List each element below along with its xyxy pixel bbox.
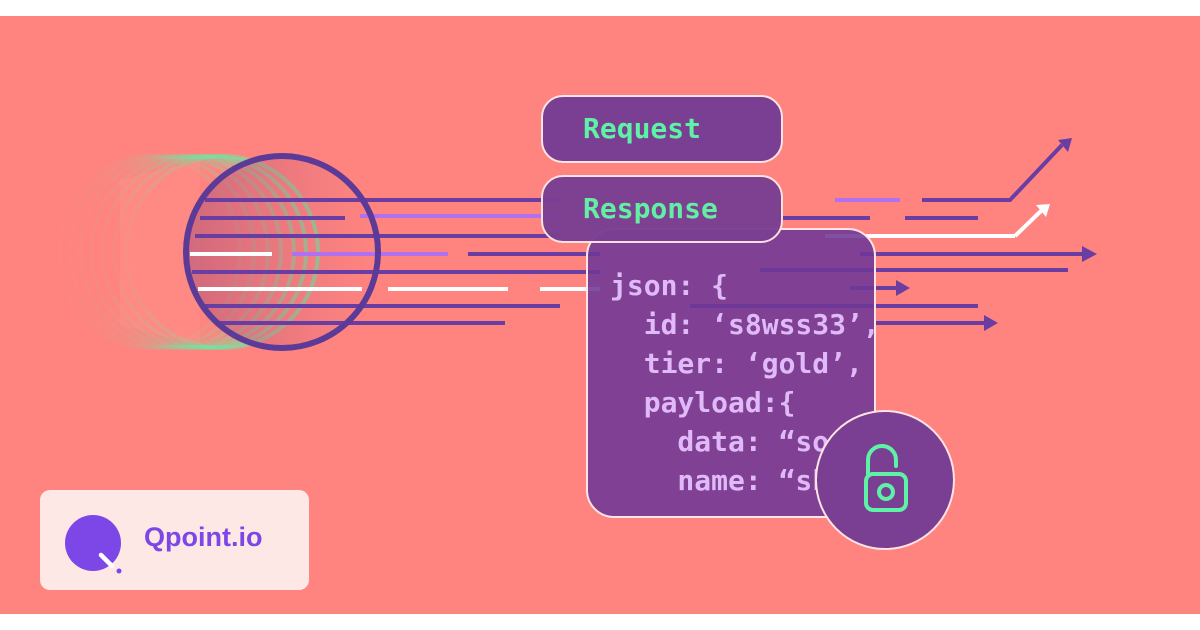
brand-name: Qpoint.io	[144, 522, 263, 552]
request-label: Request	[583, 112, 702, 145]
request-pill: Request	[541, 95, 783, 163]
brand-card: Qpoint.io	[40, 490, 309, 590]
lens-ring	[183, 153, 381, 351]
json-code: json: { id: ‘s8wss33’, tier: ‘gold’, pay…	[610, 269, 876, 497]
unlocked-padlock-icon	[864, 444, 908, 512]
response-label: Response	[583, 192, 718, 225]
response-pill: Response	[541, 175, 783, 243]
lock-badge	[815, 410, 955, 550]
lens-fill	[186, 156, 378, 348]
qpoint-logo-icon	[65, 515, 122, 574]
data-stream-lines	[190, 138, 1097, 331]
